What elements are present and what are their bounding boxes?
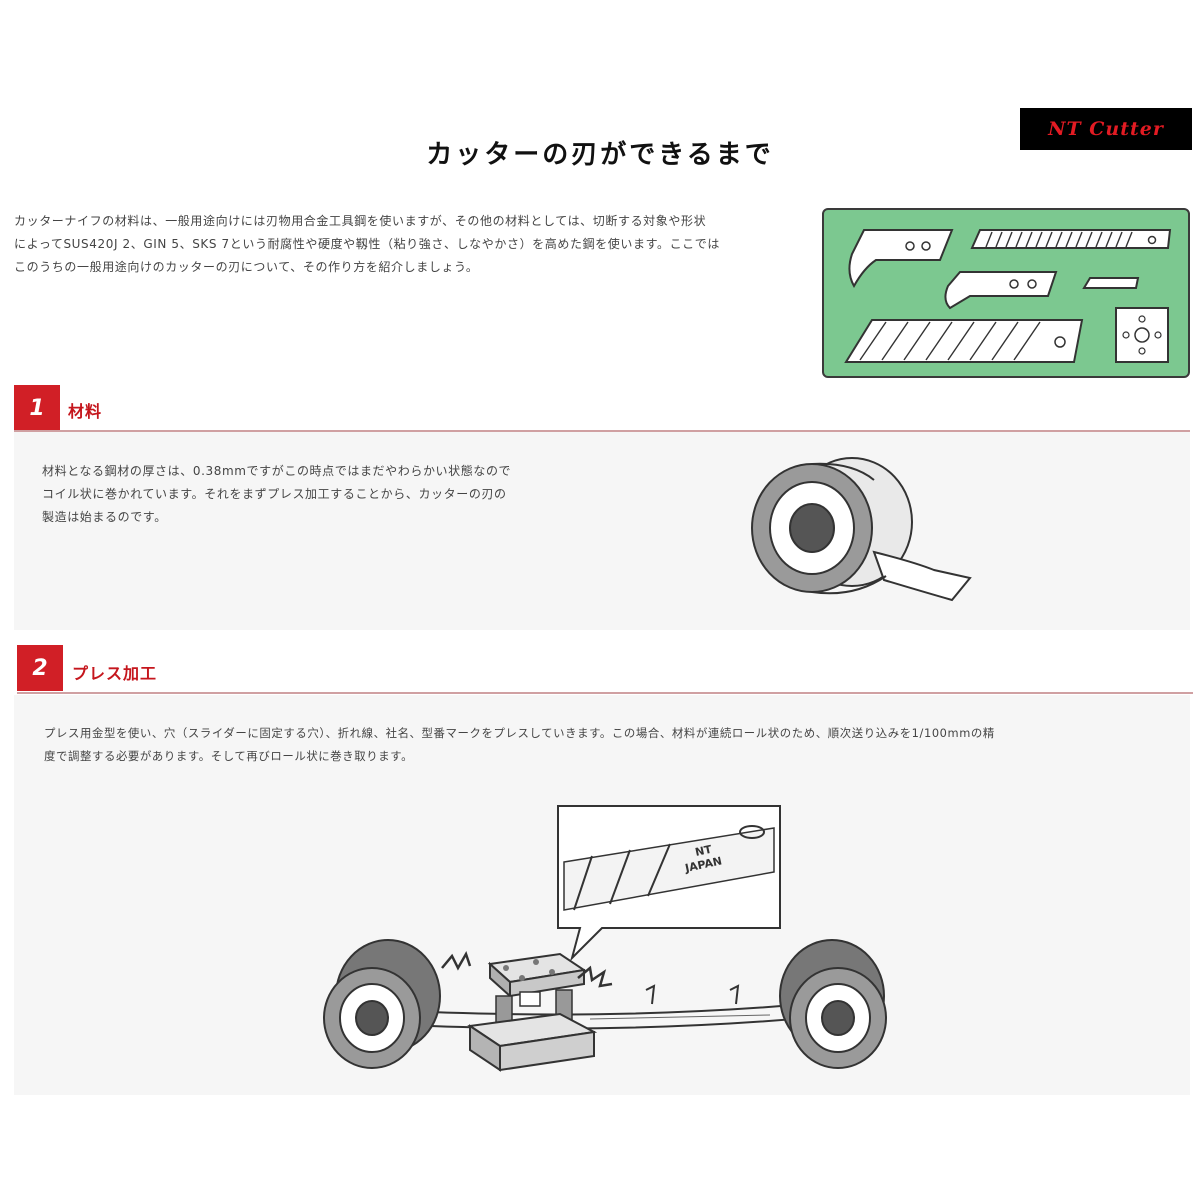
impact-mark-icon (577, 965, 613, 988)
section-line: 製造は始まるのです。 (42, 510, 167, 524)
hook-blade-icon (848, 229, 954, 289)
logo-text: NT Cutter (1048, 118, 1164, 140)
press-machine (467, 952, 598, 1072)
feed-arrow-icon (645, 984, 656, 1005)
section-number: 1 (29, 395, 45, 421)
section-1-paragraph: 材料となる鋼材の厚さは、0.38mmですがこの時点ではまだやわらかい状態なので … (42, 460, 622, 529)
section-line: 度で調整する必要があります。そして再びロール状に巻き取ります。 (44, 749, 414, 763)
section-line: 材料となる鋼材の厚さは、0.38mmですがこの時点ではまだやわらかい状態なので (42, 464, 512, 478)
tiny-blade-icon (1082, 277, 1140, 289)
impact-mark-icon (441, 950, 472, 971)
section-1-panel (14, 432, 1190, 630)
small-hook-blade-icon (944, 271, 1058, 310)
section-number-badge: 1 (14, 385, 60, 431)
press-process-illustration: NT JAPAN (323, 805, 887, 1072)
steel-strip (872, 550, 972, 602)
steel-coil-illustration (751, 457, 972, 602)
intro-line: カッターナイフの材料は、一般用途向けには刃物用合金工具鋼を使いますが、その他の材… (14, 214, 707, 228)
section-2-paragraph: プレス用金型を使い、穴（スライダーに固定する穴）、折れ線、社名、型番マークをプレ… (44, 722, 1194, 768)
section-divider (17, 692, 1193, 694)
blade-variety-illustration (822, 208, 1190, 378)
left-roller (323, 939, 441, 1069)
disc-blade-icon (1115, 307, 1169, 363)
section-number: 2 (32, 655, 48, 681)
large-snap-blade-icon (844, 319, 1084, 363)
intro-paragraph: カッターナイフの材料は、一般用途向けには刃物用合金工具鋼を使いますが、その他の材… (14, 210, 804, 279)
page-title: カッターの刃ができるまで (426, 140, 774, 170)
section-title: プレス加工 (72, 664, 158, 683)
right-roller (779, 939, 887, 1069)
stamp-text: NT (694, 843, 714, 859)
brand-logo: NT Cutter (1020, 108, 1192, 150)
section-divider (14, 430, 1190, 432)
blade-variety-svg (844, 229, 1172, 363)
intro-line: によってSUS420J 2、GIN 5、SKS 7という耐腐性や硬度や靱性（粘り… (14, 237, 720, 251)
feed-arrow-icon (729, 984, 740, 1005)
section-number-badge: 2 (17, 645, 63, 691)
section-line: コイル状に巻かれています。それをまずプレス加工することから、カッターの刃の (42, 487, 507, 501)
section-title: 材料 (68, 402, 103, 421)
section-line: プレス用金型を使い、穴（スライダーに固定する穴）、折れ線、社名、型番マークをプレ… (44, 726, 995, 740)
intro-line: このうちの一般用途向けのカッターの刃について、その作り方を紹介しましょう。 (14, 260, 479, 274)
